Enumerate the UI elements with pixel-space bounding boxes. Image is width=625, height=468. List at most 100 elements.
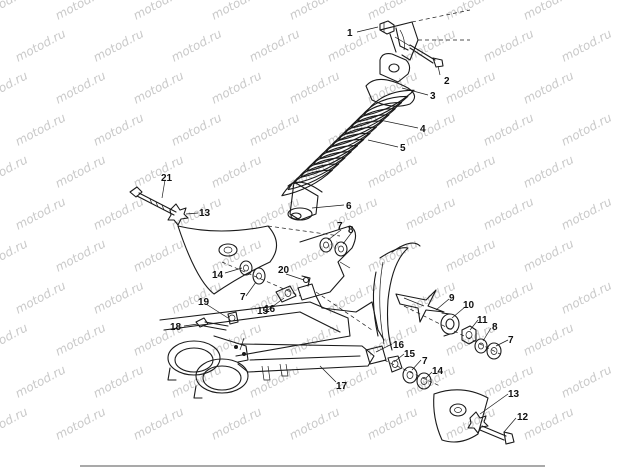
watermark-text: motod.ru bbox=[53, 320, 109, 358]
spring-coil bbox=[287, 163, 340, 191]
spring-coil bbox=[312, 138, 365, 166]
watermark-text: motod.ru bbox=[287, 236, 343, 274]
watermark-text: motod.ru bbox=[209, 404, 265, 442]
watermark-text: motod.ru bbox=[209, 68, 265, 106]
spring-coil bbox=[337, 114, 390, 141]
callout-17: 17 bbox=[336, 381, 348, 392]
callout-19: 19 bbox=[198, 297, 210, 308]
spring-coil bbox=[331, 120, 384, 148]
watermark-text: motod.ru bbox=[247, 362, 303, 400]
watermark-text: motod.ru bbox=[521, 152, 577, 190]
bushing-15-right bbox=[387, 355, 403, 373]
watermark-text: motod.ru bbox=[53, 152, 109, 190]
watermark-text: motod.ru bbox=[287, 404, 343, 442]
callout-labels: 1 2 3 4 5 6 7 8 9 10 11 8 7 12 13 14 7 1… bbox=[161, 28, 529, 423]
watermark-text: motod.ru bbox=[131, 0, 187, 23]
callout-16-left: 16 bbox=[264, 304, 276, 315]
leader-lines bbox=[161, 26, 517, 433]
watermark-text: motod.ru bbox=[0, 68, 30, 106]
watermark-text: motod.ru bbox=[521, 0, 577, 23]
left-cover-plate bbox=[177, 225, 341, 295]
washer-14-right bbox=[416, 372, 432, 390]
watermark-text: motod.ru bbox=[443, 236, 499, 274]
watermark-text: motod.ru bbox=[481, 194, 537, 232]
watermark-text: motod.ru bbox=[559, 26, 615, 64]
top-nut bbox=[379, 20, 395, 35]
watermark-text: motod.ru bbox=[365, 152, 421, 190]
callout-15-left: 15 bbox=[257, 306, 269, 317]
watermark-text: motod.ru bbox=[91, 26, 147, 64]
callout-3: 3 bbox=[430, 91, 436, 102]
watermark-text: motod.ru bbox=[521, 404, 577, 442]
watermark-text: motod.ru bbox=[53, 68, 109, 106]
callout-11: 11 bbox=[477, 315, 488, 326]
callout-6: 6 bbox=[346, 201, 352, 212]
watermark-text: motod.ru bbox=[521, 68, 577, 106]
callout-8-right: 8 bbox=[492, 322, 498, 333]
watermark-text: motod.ru bbox=[209, 152, 265, 190]
callout-5: 5 bbox=[400, 143, 406, 154]
washer-8-right bbox=[474, 338, 488, 354]
callout-12: 12 bbox=[517, 412, 529, 423]
watermark-text: motod.ru bbox=[131, 404, 187, 442]
watermark-text: motod.ru bbox=[13, 110, 69, 148]
callout-9: 9 bbox=[449, 293, 455, 304]
bushing-19 bbox=[227, 311, 239, 325]
twin-axle-clamps bbox=[167, 335, 249, 399]
bushing-15-left bbox=[275, 285, 297, 303]
callout-2: 2 bbox=[444, 76, 450, 87]
watermark-text: motod.ru bbox=[521, 320, 577, 358]
assembly-axes bbox=[221, 261, 501, 387]
top-bolt bbox=[394, 36, 444, 68]
star-washer-13-left bbox=[167, 203, 189, 226]
left-bolt-21 bbox=[129, 186, 177, 216]
watermark-text: motod.ru bbox=[13, 362, 69, 400]
wheel-hub-arc bbox=[372, 242, 421, 351]
watermark-text: motod.ru bbox=[169, 110, 225, 148]
sleeve-16-left bbox=[297, 283, 317, 301]
watermark-text: motod.ru bbox=[0, 236, 30, 274]
watermark-text: motod.ru bbox=[91, 110, 147, 148]
spring-coil bbox=[344, 108, 396, 135]
watermark-text: motod.ru bbox=[91, 362, 147, 400]
washer-7-left bbox=[252, 267, 266, 285]
watermark-text: motod.ru bbox=[209, 0, 265, 23]
callout-7-left: 7 bbox=[240, 292, 246, 303]
watermark-text: motod.ru bbox=[287, 0, 343, 23]
watermark-text: motod.ru bbox=[325, 278, 381, 316]
washer-7-upper bbox=[319, 237, 333, 253]
callout-14-right: 14 bbox=[432, 366, 444, 377]
watermark-text: motod.ru bbox=[365, 0, 421, 23]
washer-7-lower bbox=[402, 366, 418, 384]
watermark-text: motod.ru bbox=[13, 194, 69, 232]
watermark-text: motod.ru bbox=[0, 0, 30, 23]
watermark-text: motod.ru bbox=[131, 152, 187, 190]
watermark-text: motod.ru bbox=[169, 278, 225, 316]
watermark-text: motod.ru bbox=[481, 278, 537, 316]
watermark-text: motod.ru bbox=[53, 0, 109, 23]
spring-coil bbox=[300, 151, 352, 178]
washer-14-left bbox=[239, 260, 253, 276]
watermark-text: motod.ru bbox=[53, 236, 109, 274]
watermark-text: motod.ru bbox=[559, 194, 615, 232]
grease-fitting-20 bbox=[301, 275, 311, 287]
spring-coils bbox=[281, 89, 415, 197]
spring-coil bbox=[356, 95, 409, 123]
spring-coil bbox=[293, 157, 346, 184]
callout-10: 10 bbox=[463, 300, 475, 311]
callout-7-right: 7 bbox=[508, 335, 514, 346]
washer-7-right bbox=[486, 342, 502, 360]
watermark-text: motod.ru bbox=[365, 236, 421, 274]
watermark-text: motod.ru bbox=[131, 68, 187, 106]
watermark-text: motod.ru bbox=[443, 0, 499, 23]
watermark-text: motod.ru bbox=[521, 236, 577, 274]
callout-20: 20 bbox=[278, 265, 290, 276]
watermark-text: motod.ru bbox=[53, 404, 109, 442]
spring-coil bbox=[306, 145, 359, 172]
watermark-text: motod.ru bbox=[247, 26, 303, 64]
watermark-layer: motod.ru motod.ru motod.ru motod.ru motod.ru… bbox=[0, 0, 614, 443]
watermark-text: motod.ru bbox=[0, 152, 30, 190]
watermark-text: motod.ru bbox=[0, 320, 30, 358]
